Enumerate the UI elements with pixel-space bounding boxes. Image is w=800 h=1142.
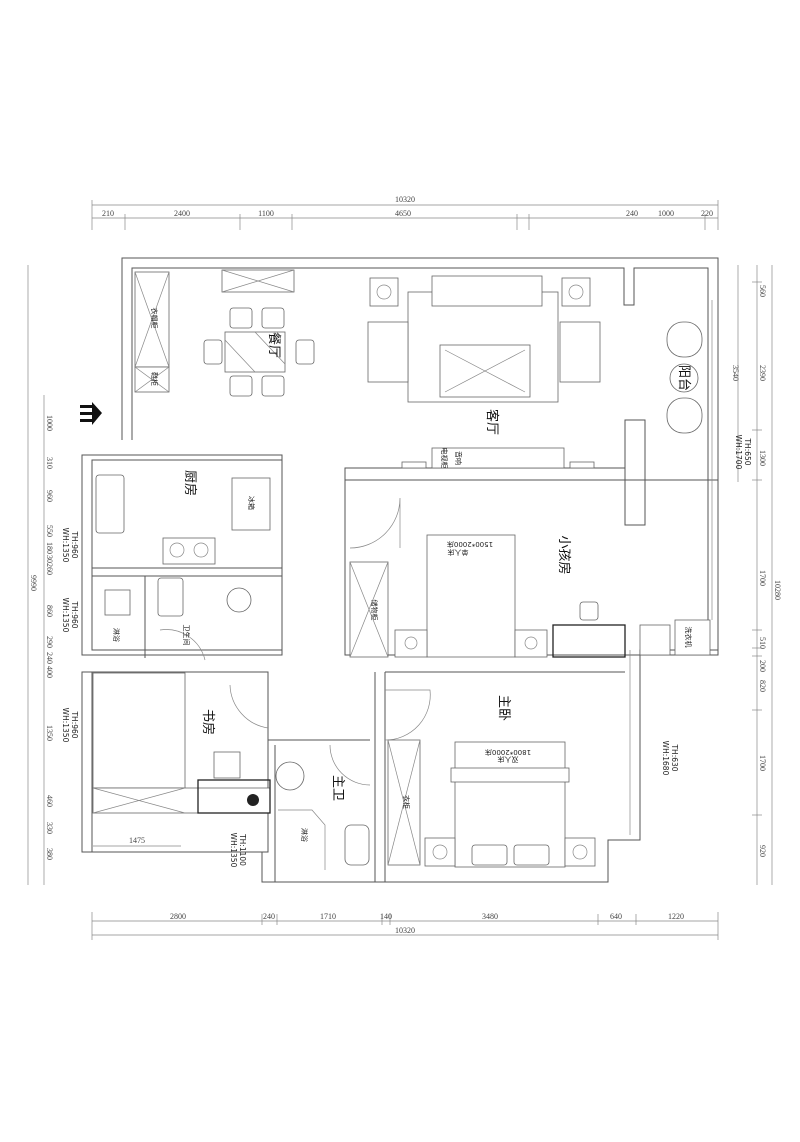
window-label: WH:1350 bbox=[229, 833, 238, 868]
left-dimension: 310 bbox=[45, 457, 54, 469]
master-bath-fixtures bbox=[275, 761, 370, 870]
top-dimension: 240 bbox=[626, 209, 638, 218]
right-dimension: 920 bbox=[758, 845, 767, 857]
entrance-arrow-icon bbox=[80, 402, 102, 425]
audio-label: 音响 bbox=[454, 451, 463, 465]
left-dimension: 400 bbox=[45, 666, 54, 678]
right-total-dimension: 10280 bbox=[773, 580, 782, 600]
bottom-dimension: 3480 bbox=[482, 912, 498, 921]
left-dimension: 550 bbox=[45, 525, 54, 537]
room-label-shower: 淋浴 bbox=[112, 628, 121, 642]
right-dimension: 200 bbox=[758, 660, 767, 672]
shoe-cabinet-label: 鞋柜 bbox=[150, 372, 159, 386]
left-dimension: 260 bbox=[45, 563, 54, 575]
right-dimension: 820 bbox=[758, 680, 767, 692]
washer-label: 洗衣机 bbox=[684, 627, 693, 648]
bottom-dimension: 1710 bbox=[320, 912, 336, 921]
top-dimension: 1100 bbox=[258, 209, 274, 218]
bottom-dimension: 140 bbox=[380, 912, 392, 921]
window-label: TH:960 bbox=[70, 530, 79, 558]
right-dimension: 560 bbox=[758, 285, 767, 297]
top-dimension: 2400 bbox=[174, 209, 190, 218]
bathroom-fixtures bbox=[104, 577, 252, 617]
right-dimension: 510 bbox=[758, 637, 767, 649]
kids-bed-size: 1500*2000床 bbox=[447, 540, 493, 549]
room-label-kitchen: 厨房 bbox=[182, 470, 198, 496]
top-dimension: 220 bbox=[701, 209, 713, 218]
room-label-kids: 小孩房 bbox=[556, 535, 572, 574]
left-dimension: 330 bbox=[45, 822, 54, 834]
right-dimension: 1700 bbox=[758, 755, 767, 771]
master-bedroom-furniture bbox=[387, 650, 631, 868]
study-furniture bbox=[92, 672, 271, 814]
left-dimension: 290 bbox=[45, 636, 54, 648]
study-width-dimension: 1475 bbox=[129, 836, 145, 845]
left-dimension: 960 bbox=[45, 490, 54, 502]
left-dimension: 180 bbox=[45, 542, 54, 554]
room-label-study: 书房 bbox=[200, 709, 216, 735]
walls bbox=[81, 257, 719, 883]
bottom-dimension-lines: 2800 240 1710 140 3480 640 1220 10320 bbox=[91, 912, 719, 940]
sofa-set bbox=[367, 275, 601, 403]
window-label: WH:1680 bbox=[661, 741, 670, 776]
master-bed-name: 双人床 bbox=[498, 755, 519, 764]
wardrobe-entry-label: 衣帽柜 bbox=[150, 308, 159, 329]
top-dimension: 4650 bbox=[395, 209, 411, 218]
balcony-chairs bbox=[666, 300, 713, 620]
fridge-label: 冰箱 bbox=[247, 496, 256, 510]
left-total-dimension: 9990 bbox=[29, 575, 38, 591]
left-dimension: 1000 bbox=[45, 415, 54, 431]
bottom-dimension: 2800 bbox=[170, 912, 186, 921]
right-dimension-lines: 3540 560 2390 1300 1700 510 200 820 1700… bbox=[731, 265, 782, 885]
window-label: WH:1700 bbox=[734, 435, 743, 470]
left-dimension: 1350 bbox=[45, 725, 54, 741]
window-label: TH:1100 bbox=[238, 833, 247, 866]
right-inner-dimension: 3540 bbox=[731, 365, 740, 381]
top-dimension: 210 bbox=[102, 209, 114, 218]
storage-cabinet-label: 储物柜 bbox=[370, 600, 379, 621]
right-dimension: 1300 bbox=[758, 450, 767, 466]
kids-bed-name: 单人床 bbox=[448, 548, 469, 557]
tv-cabinet bbox=[401, 447, 595, 469]
room-label-dining: 餐厅 bbox=[266, 332, 282, 358]
window-label: TH:650 bbox=[743, 437, 752, 465]
window-label: TH:960 bbox=[70, 710, 79, 738]
shoe-cabinet bbox=[134, 366, 170, 393]
left-dimension: 30 bbox=[45, 555, 54, 563]
room-label-master-bedroom: 主卧 bbox=[496, 695, 511, 721]
window-label: WH:1350 bbox=[61, 598, 70, 633]
window-label: TH:630 bbox=[670, 743, 679, 771]
window-label: WH:1350 bbox=[61, 708, 70, 743]
window-label: WH:1350 bbox=[61, 528, 70, 563]
master-bed-size: 1800*2000床 bbox=[485, 748, 531, 757]
sideboard bbox=[221, 269, 295, 293]
top-total-dimension: 10320 bbox=[395, 195, 415, 204]
door-swings bbox=[159, 497, 431, 786]
kids-room-furniture bbox=[349, 534, 711, 658]
room-label-living: 客厅 bbox=[484, 409, 500, 435]
right-dimension: 1700 bbox=[758, 570, 767, 586]
wardrobe-label: 衣柜 bbox=[402, 795, 411, 809]
room-label-shower: 淋浴 bbox=[300, 828, 309, 842]
left-dimension: 860 bbox=[45, 605, 54, 617]
left-dimension: 380 bbox=[45, 848, 54, 860]
room-label-master-bath: 主卫 bbox=[330, 775, 345, 801]
left-dimension: 460 bbox=[45, 795, 54, 807]
left-dimension-lines: 9990 1000 310 960 550 180 30 260 860 290… bbox=[27, 265, 54, 885]
bottom-total-dimension: 10320 bbox=[395, 926, 415, 935]
top-dimension-lines: 10320 210 2400 1100 4650 240 1000 220 bbox=[91, 195, 719, 230]
room-label-balcony: 阳台 bbox=[676, 365, 691, 391]
bottom-dimension: 1220 bbox=[668, 912, 684, 921]
window-label: TH:960 bbox=[70, 600, 79, 628]
room-label-toilet: 卫生间 bbox=[182, 625, 191, 646]
left-dimension: 240 bbox=[45, 652, 54, 664]
right-dimension: 2390 bbox=[758, 365, 767, 381]
top-dimension: 1000 bbox=[658, 209, 674, 218]
kitchen-fixtures bbox=[95, 474, 271, 565]
tv-cabinet-label: 电视柜 bbox=[440, 448, 449, 469]
bottom-dimension: 640 bbox=[610, 912, 622, 921]
dining-table bbox=[203, 307, 315, 397]
bottom-dimension: 240 bbox=[263, 912, 275, 921]
